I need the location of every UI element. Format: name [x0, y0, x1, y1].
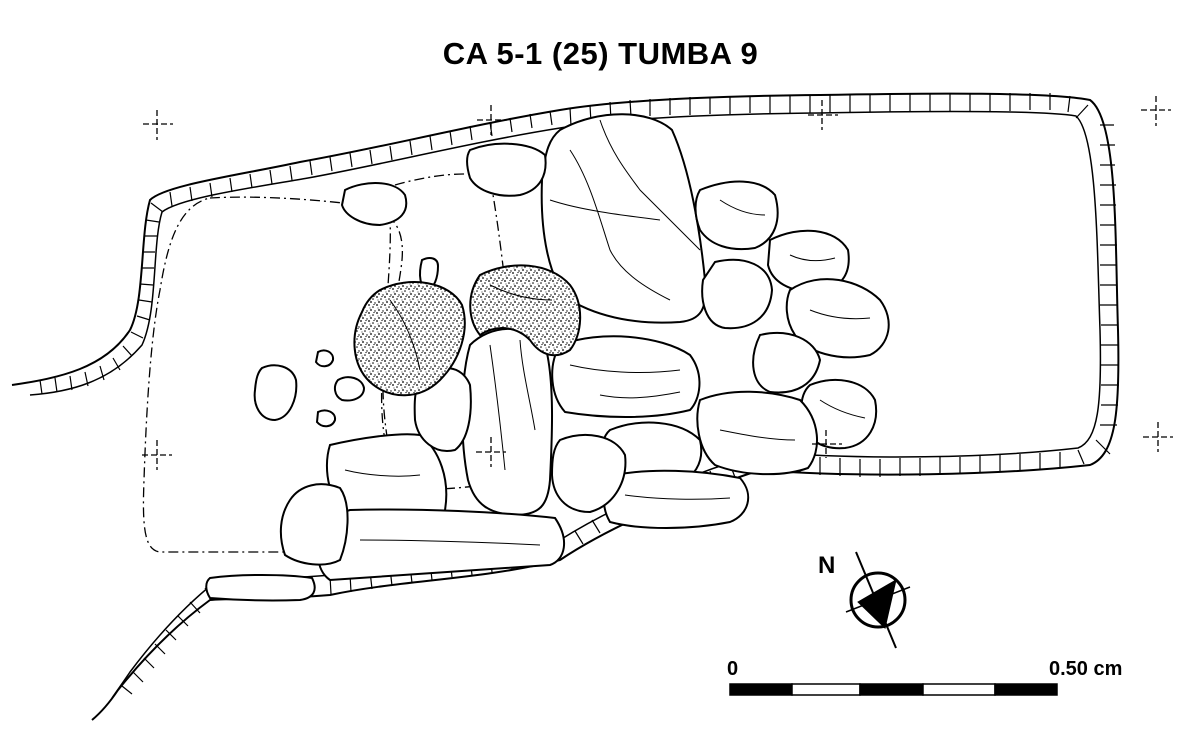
stone-top-left [340, 182, 408, 227]
stippled-objects [353, 264, 582, 397]
stone-edge-top [466, 142, 547, 197]
stone-right-cluster-2 [766, 229, 850, 294]
stone-right-cluster-1 [694, 180, 779, 251]
stone-small-c [314, 349, 335, 368]
grid-cross-icon [1143, 422, 1173, 452]
grid-cross-icon [477, 105, 507, 135]
grid-cross-icon [808, 100, 838, 130]
scale-start-label: 0 [727, 658, 739, 680]
stone-right-cluster-5 [752, 332, 822, 394]
stone-right-cluster-4 [785, 278, 890, 359]
grid-cross-icon [812, 430, 842, 458]
pit-outer-edge [11, 92, 1120, 721]
stone-right-cluster-10 [550, 434, 627, 514]
stone-tall-center [461, 327, 554, 517]
stone-small-d [315, 409, 337, 428]
grid-crosses [142, 96, 1173, 470]
stone-right-cluster-3 [701, 258, 774, 330]
stone-right-cluster-7 [696, 390, 818, 476]
grid-cross-icon [1141, 96, 1171, 126]
grid-cross-icon [476, 437, 506, 467]
stone-fissures [344, 119, 871, 546]
scale-bar [729, 683, 1058, 696]
north-label: N [818, 552, 836, 579]
drawing-title: CA 5-1 (25) TUMBA 9 [442, 36, 759, 71]
north-arrow-icon [845, 551, 911, 649]
grid-cross-icon [142, 440, 172, 470]
stone-lower-left [279, 483, 349, 566]
stones [205, 113, 890, 602]
stone-bottom-small [205, 574, 316, 602]
grid-cross-icon [143, 110, 173, 140]
stone-small-b [333, 376, 366, 402]
stone-mid-right [551, 335, 701, 418]
scale-end-label: 0.50 cm [1049, 658, 1123, 680]
pit-outline [11, 92, 1120, 721]
stone-large-top [540, 113, 707, 324]
stippled-vessel-right [469, 264, 582, 357]
stone-small-a [253, 364, 298, 422]
stippled-vessel-left [353, 281, 466, 397]
